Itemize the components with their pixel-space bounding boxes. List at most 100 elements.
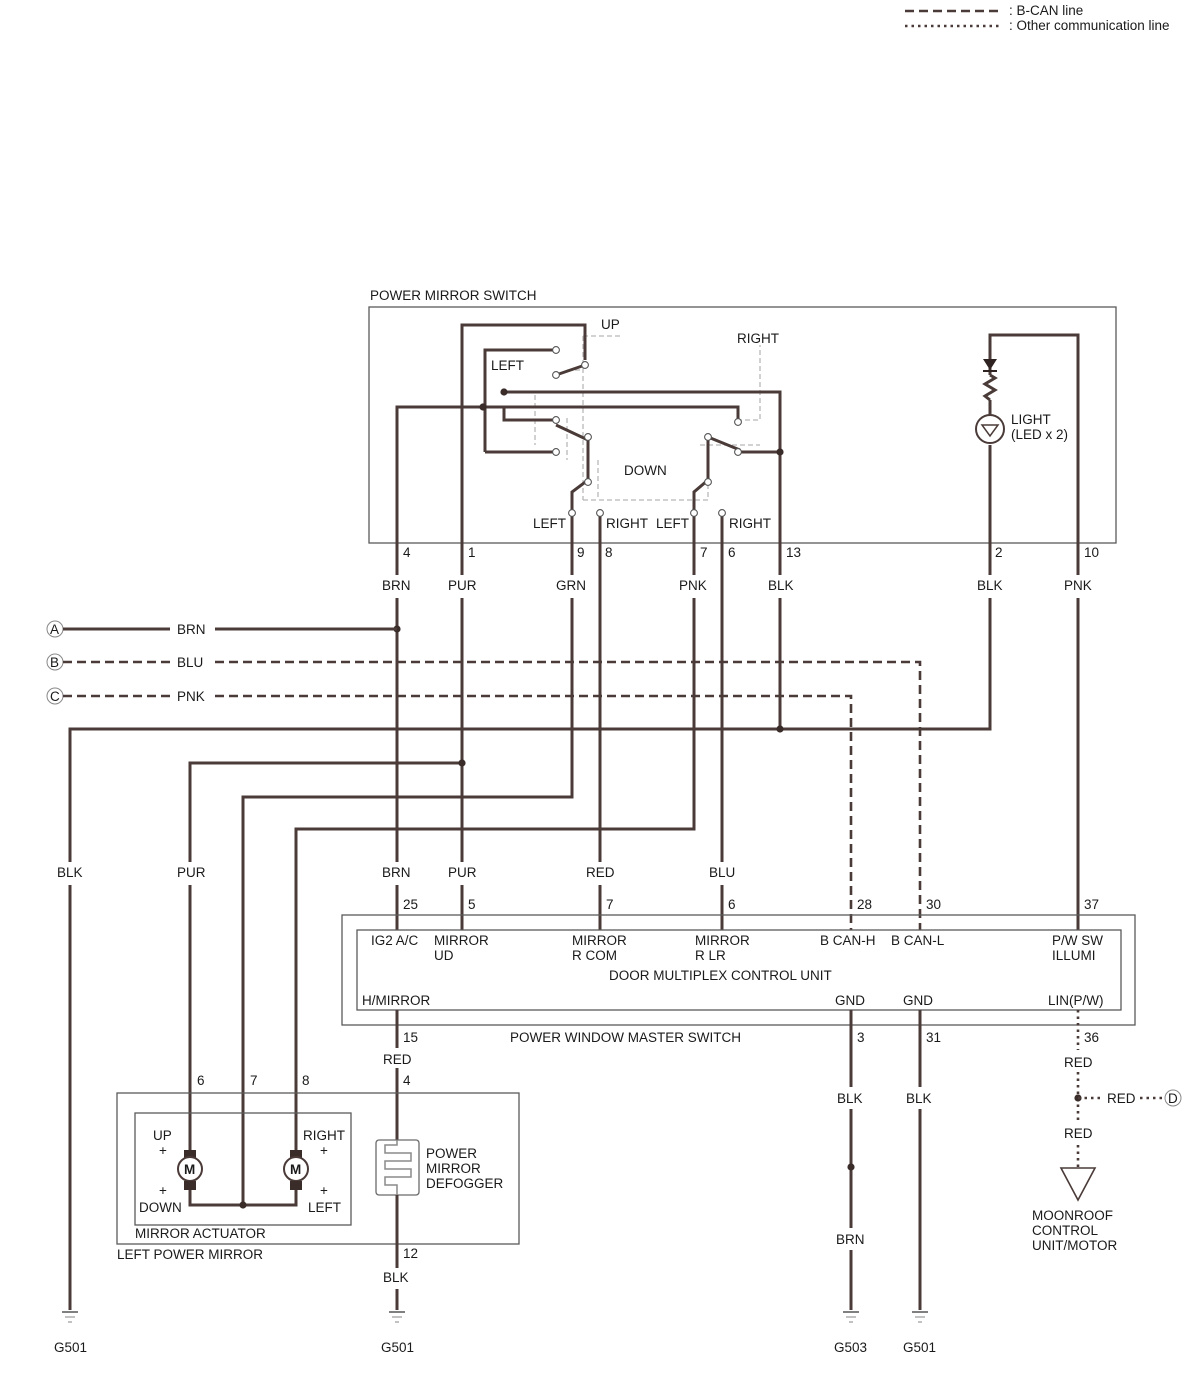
terminal [552, 448, 560, 456]
color-brn-g503: BRN [836, 1232, 865, 1247]
motor-lr-brush-top [290, 1150, 302, 1158]
mirror-pin-6: 6 [197, 1073, 205, 1088]
pin-4: 4 [403, 545, 411, 560]
terminal [581, 361, 589, 369]
ground-g501-c-icon [912, 1311, 928, 1323]
connector-b-label: B [50, 655, 59, 670]
sw-wire-pin7 [692, 437, 710, 543]
ground-label-4: G501 [903, 1340, 936, 1355]
color-pnk-2: PNK [1064, 578, 1092, 593]
label-mirror-rcom-1: MIRROR [572, 933, 627, 948]
color-blk-2: BLK [977, 578, 1003, 593]
power-mirror-switch: POWER MIRROR SWITCH [368, 288, 1117, 560]
terminal [704, 478, 712, 486]
label-light: LIGHT [1011, 412, 1051, 427]
wire-grn [241, 543, 574, 1205]
connector-a-label: A [50, 622, 59, 637]
led-symbol-icon [980, 424, 1000, 438]
color-brn: BRN [382, 578, 411, 593]
junction-dot [479, 403, 487, 411]
connector-a-color: BRN [177, 622, 206, 637]
pin-9: 9 [577, 545, 585, 560]
connector-d-label: D [1168, 1091, 1178, 1106]
color-pur-mid-2: PUR [448, 865, 477, 880]
color-blk-mid: BLK [57, 865, 83, 880]
master-box [341, 914, 1136, 1026]
moonroof-1: MOONROOF [1032, 1208, 1113, 1223]
label-hmirror: H/MIRROR [362, 993, 430, 1008]
mirror-pin-12: 12 [403, 1246, 418, 1261]
color-blk-defogger: BLK [383, 1270, 409, 1285]
label-right-top: RIGHT [737, 331, 779, 346]
label-mirror-plus-1: + [159, 1143, 167, 1158]
sw-wire-com-r [504, 405, 740, 420]
color-blk-g503: BLK [837, 1091, 863, 1106]
pin-6-m: 6 [728, 897, 736, 912]
dmcu-box [356, 929, 1122, 1011]
pin-13: 13 [786, 545, 801, 560]
label-bcanh: B CAN-H [820, 933, 876, 948]
terminal [734, 418, 742, 426]
pin-30: 30 [926, 897, 941, 912]
motor-ud-brush-bottom [184, 1181, 196, 1190]
junction-dot [500, 388, 508, 396]
label-ig2: IG2 A/C [371, 933, 419, 948]
pin-37: 37 [1084, 897, 1099, 912]
label-dmcu: DOOR MULTIPLEX CONTROL UNIT [609, 968, 832, 983]
terminal [690, 509, 698, 517]
connector-c-color: PNK [177, 689, 205, 704]
actuator-box [134, 1112, 352, 1226]
legend: : B-CAN line : Other communication line [905, 3, 1170, 33]
junction-dot [776, 448, 784, 456]
legend-other: : Other communication line [1009, 18, 1170, 33]
pin-7-m: 7 [606, 897, 614, 912]
power-window-master-switch: 25 5 7 6 28 30 37 IG2 A/C MIRROR UD MIRR… [341, 897, 1136, 1045]
terminal [552, 371, 560, 379]
lower-wires: RED BLK BRN BLK RED RED RED D MOONROOF C… [383, 1010, 1182, 1310]
contact-left [555, 423, 589, 442]
label-mirror-up: UP [153, 1128, 172, 1143]
ground-label-3: G503 [834, 1340, 867, 1355]
color-red-lin-b: RED [1107, 1091, 1136, 1106]
sw-wire-left [483, 348, 556, 452]
label-lin: LIN(P/W) [1048, 993, 1104, 1008]
pin-8: 8 [605, 545, 613, 560]
motor-lr-brush-bottom [290, 1181, 302, 1190]
label-gnd-2: GND [903, 993, 933, 1008]
label-bcanl: B CAN-L [891, 933, 945, 948]
label-mirror-ud-2: UD [434, 948, 454, 963]
terminal [718, 509, 726, 517]
color-blk-g501: BLK [906, 1091, 932, 1106]
label-mirror-rcom-2: R COM [572, 948, 617, 963]
mirror-pin-4: 4 [403, 1073, 411, 1088]
left-power-mirror: LEFT POWER MIRROR MIRROR ACTUATOR 6 7 8 … [116, 1073, 520, 1310]
label-bottom-right-1: RIGHT [606, 516, 648, 531]
label-mirror-plus-3: + [320, 1143, 328, 1158]
color-pnk: PNK [679, 578, 707, 593]
wire-b-bcan [63, 660, 922, 930]
legend-bcan: : B-CAN line [1009, 3, 1083, 18]
contact-right [707, 435, 741, 452]
sw-wire-pin9 [570, 436, 590, 543]
defogger-grid [384, 1140, 412, 1195]
sw-wire-com [502, 407, 556, 422]
color-blk: BLK [768, 578, 794, 593]
defogger-3: DEFOGGER [426, 1176, 504, 1191]
junction-dot [458, 759, 466, 767]
moonroof-triangle-icon [1059, 1167, 1097, 1202]
pin-1: 1 [468, 545, 476, 560]
label-up: UP [601, 317, 620, 332]
mirror-pin-8: 8 [302, 1073, 310, 1088]
pin-31: 31 [926, 1030, 941, 1045]
mirror-pin-7: 7 [250, 1073, 258, 1088]
ground-g503-icon [843, 1311, 859, 1323]
master-title: POWER WINDOW MASTER SWITCH [510, 1030, 741, 1045]
motor-ud-label: M [184, 1162, 195, 1177]
connector-c-label: C [50, 689, 60, 704]
pin-2: 2 [995, 545, 1003, 560]
color-red-lin-c: RED [1064, 1126, 1093, 1141]
mirror-box [116, 1092, 520, 1245]
label-mirror-down: DOWN [139, 1200, 182, 1215]
